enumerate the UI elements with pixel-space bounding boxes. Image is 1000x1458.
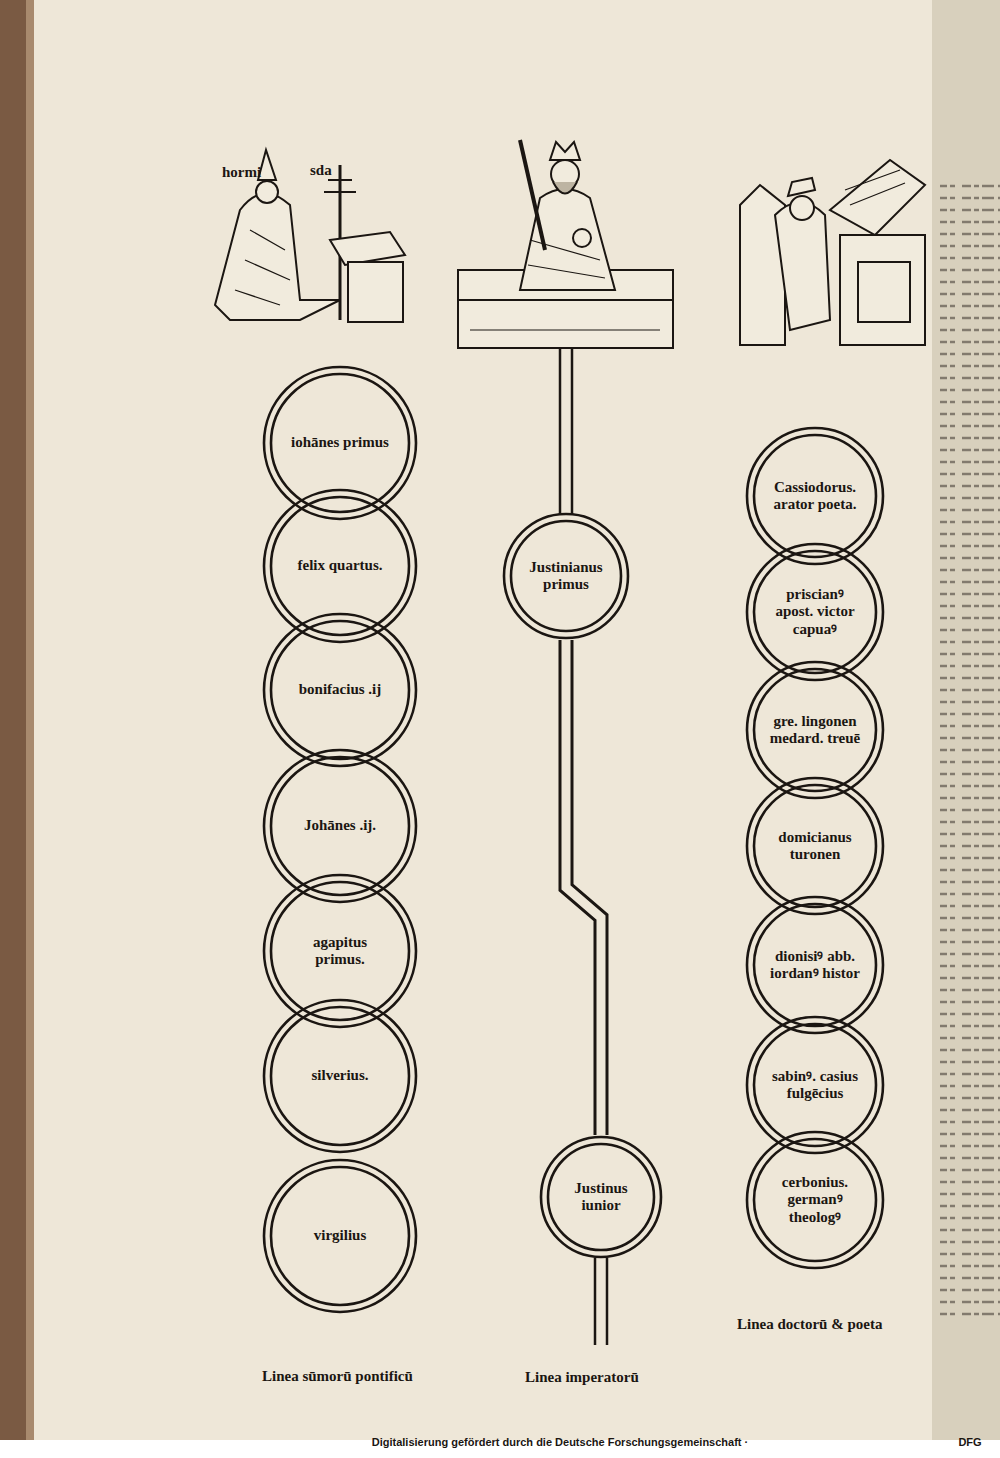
ring-text: Justinianus primus <box>525 559 607 594</box>
ring-text: agapitus primus. <box>288 934 393 969</box>
figure-name: sda <box>310 162 332 179</box>
ring-text: Cassiodorus. arator poeta. <box>769 479 861 514</box>
line-title: Linea sūmorū pontificū <box>262 1368 413 1385</box>
figure-name: hormi <box>222 164 261 181</box>
ring-text: priscianꝰ apost. victor capuaꝰ <box>769 586 861 638</box>
emperor-rod <box>566 640 601 1135</box>
emperor-ring: Justinianus primus <box>502 512 630 640</box>
ring-text: sabinꝰ. casius fulgēcius <box>769 1068 861 1103</box>
line-title: Linea doctorū & poeta <box>737 1316 882 1333</box>
ring-text: cerbonius. germanꝰ theologꝰ <box>769 1174 861 1226</box>
ring-text: Justinus iunior <box>562 1180 641 1215</box>
ring-text: Johānes .ij. <box>304 817 376 834</box>
ring-text: felix quartus. <box>297 557 382 574</box>
footer-note: DFG <box>958 1436 981 1448</box>
emperor-ring: Justinus iunior <box>539 1135 663 1259</box>
doctor-ring: sabinꝰ. casius fulgēcius <box>745 1015 885 1155</box>
doctor-ring: dionisiꝰ abb. iordanꝰ histor <box>745 895 885 1035</box>
pope-ring: Johānes .ij. <box>262 748 418 904</box>
line-title: Linea imperatorū <box>525 1369 639 1386</box>
pope-ring: agapitus primus. <box>262 873 418 1029</box>
pope-ring: bonifacius .ij <box>262 612 418 768</box>
ring-text: virgilius <box>314 1227 367 1244</box>
ring-text: bonifacius .ij <box>299 681 382 698</box>
ring-text: silverius. <box>311 1067 368 1084</box>
doctor-ring: cerbonius. germanꝰ theologꝰ <box>745 1130 885 1270</box>
ring-text: dionisiꝰ abb. iordanꝰ histor <box>769 948 861 983</box>
pope-ring: virgilius <box>262 1158 418 1314</box>
footer-note: Digitalisierung gefördert durch die Deut… <box>372 1436 749 1448</box>
ring-text: iohānes primus <box>291 434 389 451</box>
ring-text: gre. lingonen medard. treuē <box>769 713 861 748</box>
doctor-ring: domicianus turonen <box>745 776 885 916</box>
ring-text: domicianus turonen <box>769 829 861 864</box>
pope-ring: silverius. <box>262 998 418 1154</box>
